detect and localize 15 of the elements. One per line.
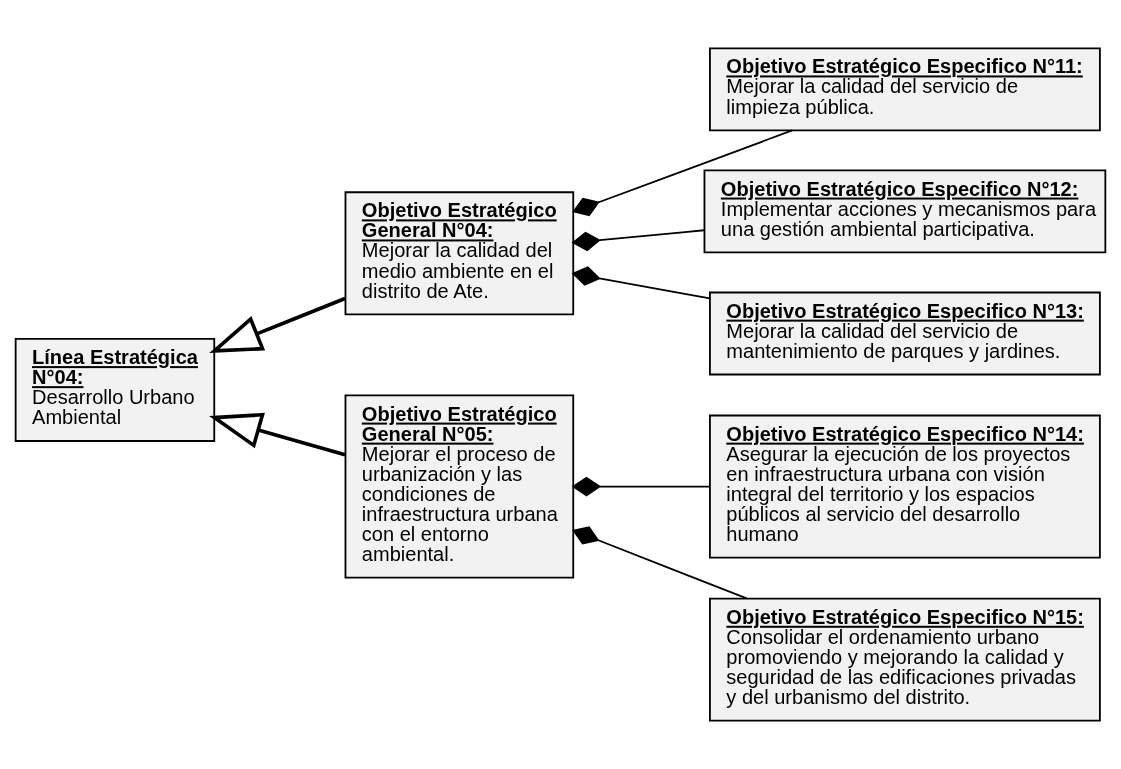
node-box: Línea Estratégica N°04: Desarrollo Urbano Ambiental — [14, 338, 216, 442]
node-box: Objetivo Estratégico General N°05: Mejorar el proceso de urbanización y las condiciones de infraestructura urbana con el entorno ambiental. — [344, 394, 575, 579]
arrow — [209, 412, 346, 457]
node-box: Objetivo Estratégico Especifico N°15: Consolidar el ordenamiento urbano promoviendo y mejorando la calidad y seguridad de las edificaciones privadas y del urbanismo del distrito. — [709, 597, 1101, 722]
connector — [571, 266, 711, 300]
node-box: Objetivo Estratégico General N°04: Mejorar la calidad del medio ambiente en el distrito de Ate. — [344, 191, 575, 316]
connector — [572, 129, 794, 217]
connector — [571, 476, 711, 497]
node-box: Objetivo Estratégico Especifico N°12: Implementar acciones y mecanismos para una gestión ambiental participativa. — [703, 169, 1107, 254]
connector — [571, 229, 705, 252]
arrow — [209, 296, 346, 353]
node-box: Objetivo Estratégico Especifico N°13: Mejorar la calidad del servicio de mantenimiento de parques y jardines. — [709, 291, 1101, 376]
node-box: Objetivo Estratégico Especifico N°14: Asegurar la ejecución de los proyectos en infraestructura urbana con visión integral del territorio y los espacios públicos al servicio del desarrollo humano — [709, 414, 1101, 559]
connector — [572, 526, 748, 600]
node-box: Objetivo Estratégico Especifico N°11: Mejorar la calidad del servicio de limpieza pública. — [709, 47, 1101, 132]
